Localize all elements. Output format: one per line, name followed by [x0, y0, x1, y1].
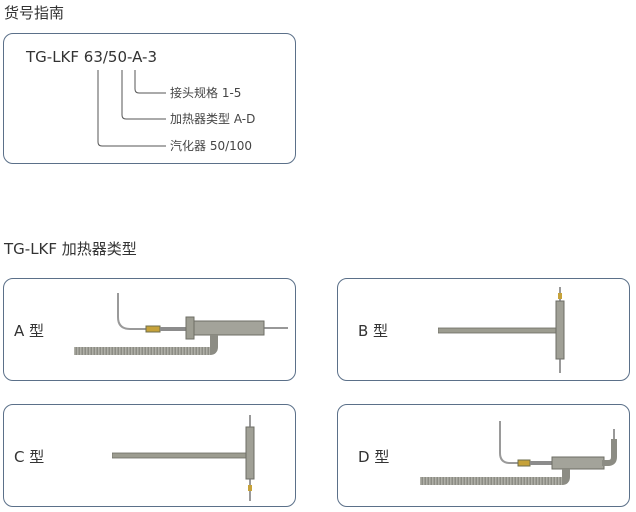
guide-title: 货号指南	[4, 4, 65, 22]
label-heater-type: 加热器类型 A-D	[170, 112, 256, 126]
type-d-label: D 型	[358, 448, 390, 466]
connector-line-1	[134, 70, 166, 94]
heater-type-a-icon	[74, 293, 288, 355]
heater-type-c-icon	[112, 415, 255, 501]
label-connector-spec: 接头规格 1-5	[170, 86, 242, 100]
type-a-label: A 型	[14, 322, 45, 340]
heater-types-title: TG-LKF 加热器类型	[4, 240, 137, 258]
type-c-card: C 型	[3, 404, 296, 507]
part-number-guide-box: TG-LKF 63/50-A-3 接头规格 1-5 加热器类型 A-D 汽化器 …	[3, 33, 296, 164]
guide-connector-lines	[97, 70, 166, 147]
type-b-card: B 型	[337, 278, 630, 381]
type-b-label: B 型	[358, 322, 389, 340]
heater-type-d-icon	[420, 421, 617, 485]
heater-type-b-icon	[438, 287, 565, 373]
type-c-label: C 型	[14, 448, 45, 466]
type-a-card: A 型	[3, 278, 296, 381]
label-vaporizer: 汽化器 50/100	[170, 139, 253, 153]
connector-line-2	[121, 70, 166, 120]
type-d-card: D 型	[337, 404, 630, 507]
part-number-code: TG-LKF 63/50-A-3	[26, 48, 157, 66]
connector-line-3	[97, 70, 166, 147]
